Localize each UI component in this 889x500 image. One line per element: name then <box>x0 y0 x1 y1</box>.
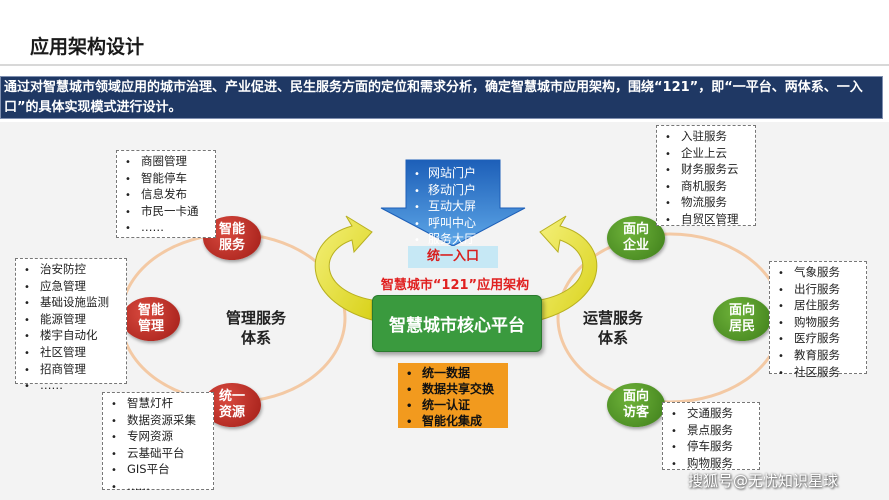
node-smart-service: 智能 服务 <box>203 216 261 260</box>
node-label-line2: 访客 <box>622 405 649 420</box>
list-item: 气象服务 <box>778 265 860 282</box>
node-label-line1: 智能 <box>137 303 164 318</box>
node-smart-management: 智能 管理 <box>122 297 180 341</box>
node-label-line2: 资源 <box>218 405 245 420</box>
list-item: 景点服务 <box>671 423 753 440</box>
list-item: 社区服务 <box>778 365 860 382</box>
watermark: 搜狐号@无忧知识星球 <box>688 472 839 490</box>
management-system-label-line2: 体系 <box>241 329 272 347</box>
list-item: 数据资源采集 <box>111 413 207 430</box>
list-item: 入驻服务 <box>665 129 749 146</box>
node-label-line1: 面向 <box>622 222 649 237</box>
list-item: 居住服务 <box>778 298 860 315</box>
operation-system-label-line2: 体系 <box>598 329 629 347</box>
title-divider <box>0 64 889 66</box>
list-item: 企业上云 <box>665 146 749 163</box>
left-curved-arrow <box>314 215 373 321</box>
list-item: 社区管理 <box>24 345 120 362</box>
entry-channel-item: 互动大屏 <box>414 199 476 216</box>
foundation-box: 统一数据 数据共享交换 统一认证 智能化集成 <box>398 363 508 428</box>
list-item: 市民一卡通 <box>125 204 209 221</box>
node-for-residents: 面向 居民 <box>713 297 771 341</box>
node-label-line2: 企业 <box>622 238 649 253</box>
list-item: 智慧灯杆 <box>111 396 207 413</box>
node-label-line2: 服务 <box>218 238 245 253</box>
entry-channel-item: 服务大厅 <box>414 232 476 249</box>
foundation-item: 统一认证 <box>406 398 508 414</box>
list-item: 信息发布 <box>125 187 209 204</box>
management-system-label: 管理服务 体系 <box>226 308 286 348</box>
list-item: 购物服务 <box>778 315 860 332</box>
list-item: 自贸区管理 <box>665 212 749 229</box>
operation-system-label-line1: 运营服务 <box>583 309 644 327</box>
node-label-line1: 面向 <box>728 303 755 318</box>
list-item: 基础设施监测 <box>24 295 120 312</box>
unified-entry-label: 统一入口 <box>408 246 498 268</box>
node-label-line2: 居民 <box>728 319 755 334</box>
unified-resource-items-box: 智慧灯杆 数据资源采集 专网资源 云基础平台 GIS平台 …… <box>102 392 214 493</box>
list-item: 财务服务云 <box>665 162 749 179</box>
node-label-line2: 管理 <box>137 319 164 334</box>
entry-channel-item: 移动门户 <box>414 183 476 200</box>
list-item: 专网资源 <box>111 429 207 446</box>
node-label-line1: 智能 <box>218 222 245 237</box>
list-item: 医疗服务 <box>778 331 860 348</box>
entry-channel-item: 呼叫中心 <box>414 216 476 233</box>
list-item: 应急管理 <box>24 279 120 296</box>
list-item: …… <box>24 378 120 395</box>
operation-system-label: 运营服务 体系 <box>583 308 643 348</box>
intro-banner: 通过对智慧城市领域应用的城市治理、产业促进、民生服务方面的定位和需求分析，确定智… <box>0 76 883 119</box>
list-item: 智能停车 <box>125 171 209 188</box>
resident-items-box: 气象服务 出行服务 居住服务 购物服务 医疗服务 教育服务 社区服务 <box>769 261 867 379</box>
list-item: …… <box>125 220 209 237</box>
list-item: GIS平台 <box>111 462 207 479</box>
list-item: 楼宇自动化 <box>24 328 120 345</box>
entry-channel-list: 网站门户 移动门户 互动大屏 呼叫中心 服务大厅 <box>414 166 476 249</box>
node-label-line1: 面向 <box>622 389 649 404</box>
foundation-item: 智能化集成 <box>406 414 508 430</box>
list-item: 出行服务 <box>778 282 860 299</box>
list-item: 停车服务 <box>671 439 753 456</box>
visitor-items-box: 交通服务 景点服务 停车服务 购物服务 <box>662 402 760 470</box>
smart-management-items-box: 治安防控 应急管理 基础设施监测 能源管理 楼宇自动化 社区管理 招商管理 …… <box>15 258 127 392</box>
list-item: 商机服务 <box>665 179 749 196</box>
foundation-item: 统一数据 <box>406 366 508 382</box>
foundation-item: 数据共享交换 <box>406 382 508 398</box>
list-item: 物流服务 <box>665 195 749 212</box>
list-item: 能源管理 <box>24 312 120 329</box>
smart-service-items-box: 商圈管理 智能停车 信息发布 市民一卡通 …… <box>116 150 216 238</box>
core-platform-box: 智慧城市核心平台 <box>372 295 542 352</box>
list-item: 云基础平台 <box>111 446 207 463</box>
list-item: 治安防控 <box>24 262 120 279</box>
node-label-line1: 统一 <box>218 389 245 404</box>
list-item: 购物服务 <box>671 456 753 473</box>
list-item: 商圈管理 <box>125 154 209 171</box>
list-item: …… <box>111 479 207 496</box>
enterprise-items-box: 入驻服务 企业上云 财务服务云 商机服务 物流服务 自贸区管理 <box>656 125 756 226</box>
architecture-label: 智慧城市“121”应用架构 <box>380 278 530 293</box>
entry-channel-item: 网站门户 <box>414 166 476 183</box>
management-system-label-line1: 管理服务 <box>226 309 287 327</box>
node-for-enterprises: 面向 企业 <box>607 216 665 260</box>
right-curved-arrow <box>539 215 598 321</box>
list-item: 招商管理 <box>24 362 120 379</box>
node-for-visitors: 面向 访客 <box>607 383 665 427</box>
list-item: 交通服务 <box>671 406 753 423</box>
list-item: 教育服务 <box>778 348 860 365</box>
page-title: 应用架构设计 <box>30 36 145 58</box>
